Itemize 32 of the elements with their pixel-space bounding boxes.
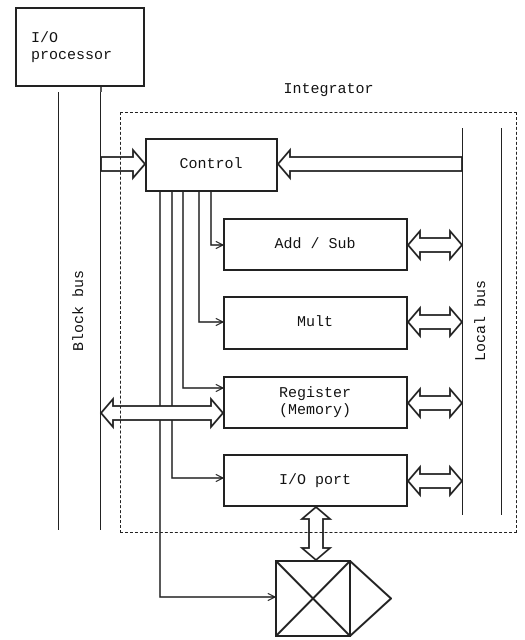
block-box [144,138,278,192]
bus-arrow [406,464,464,498]
arrow [210,192,224,250]
bus-arrow [406,228,464,262]
connector-line [100,87,102,92]
bus-label: Local bus [473,280,490,362]
frame-title: Integrator [282,81,374,98]
bus-arrow [100,148,146,180]
bus-arrow [276,148,463,180]
bus-label: Block bus [71,270,88,352]
block-box [222,218,408,270]
bus-arrow [406,306,464,338]
block-label: Add / Sub [274,236,356,252]
block-label: I/O port [278,472,351,488]
block-box [15,7,145,87]
block-label: I/O processor [31,30,114,64]
bus-arrow [100,396,224,430]
arrow [159,192,276,602]
bus-lines [462,128,502,514]
bus-arrow [300,506,332,562]
block-label: Control [179,156,242,173]
block-label: Register (Memory) [278,385,352,419]
block-label: Mult [296,314,333,331]
block-box [222,296,408,350]
arrow [171,192,224,482]
converter-symbol [275,560,392,637]
bus-lines [58,92,101,530]
bus-arrow [406,386,464,420]
block-box [222,376,408,428]
arrow [198,192,224,326]
arrow [182,192,224,392]
block-box [222,454,408,506]
